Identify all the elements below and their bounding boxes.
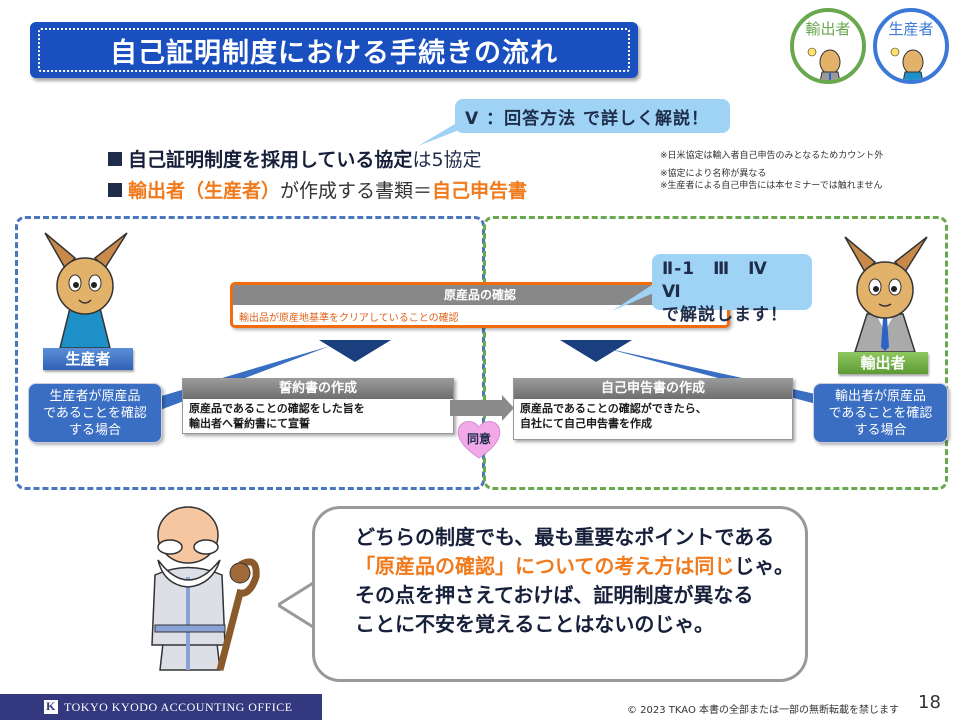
page-title: 自己証明制度における手続きの流れ [38,28,630,72]
note-1: ※日米協定は輸入者自己申告のみとなるためカウント外 [660,151,884,161]
origin-check-body: 輸出品が原産地基準をクリアしていることの確認 [239,313,459,324]
page-number: 18 [918,692,941,713]
speech-line4: ことに不安を覚えることはないのじゃ。 [355,612,714,636]
self-declaration-line2: 自社にて自己申告書を作成 [520,417,652,430]
producer-case-callout: 生産者が原産品 であることを確認 する場合 [28,383,162,443]
speech-line3: その点を押さえておけば、証明制度が異なる [355,583,754,607]
title-banner: 自己証明制度における手続きの流れ [30,22,638,78]
callout-mid-line2: で解説します！ [662,305,788,325]
company-name: TOKYO KYODO ACCOUNTING OFFICE [64,699,293,714]
consent-label: 同意 [466,432,491,446]
bullet-2-mid: が作成する書類＝ [280,180,433,202]
bullet-square-icon [108,182,122,197]
callout-mid-line1: Ⅱ-1 Ⅲ Ⅳ Ⅵ [662,259,786,302]
pledge-heading: 誓約書の作成 [183,379,453,399]
exporter-case-callout: 輸出者が原産品 であることを確認 する場合 [813,383,948,443]
down-arrow-left-icon [319,340,391,362]
exporter-label: 輸出者 [838,352,928,374]
origin-check-heading: 原産品の確認 [233,285,727,305]
note-3: ※生産者による自己申告には本セミナーでは触れません [660,181,883,191]
callout-chapters: Ⅱ-1 Ⅲ Ⅳ Ⅵ で解説します！ [652,254,812,325]
producer-case-line2: であることを確認 [43,406,147,421]
kangaroo-exporter-icon [807,47,841,80]
bullet-1-strong: 自己証明制度を採用している協定 [128,149,413,171]
producer-badge-label: 生産者 [888,20,934,38]
consent-heart: 同意 [456,418,502,460]
self-declaration-heading: 自己申告書の作成 [514,379,792,399]
pledge-line1: 原産品であることの確認をした旨を [189,402,365,415]
old-sage-illustration [151,506,260,671]
bullet-square-icon [108,151,122,166]
note-2: ※協定により名称が異なる [660,169,767,179]
exporter-badge-label: 輸出者 [805,20,851,38]
producer-case-line3: する場合 [68,423,121,438]
self-declaration-box: 自己申告書の作成 原産品であることの確認ができたら、 自社にて自己申告書を作成 [513,378,793,440]
bullet-agreements: 自己証明制度を採用している協定 は5協定 [108,145,482,172]
exporter-case-line3: する場合 [854,423,907,438]
producer-case-line1: 生産者が原産品 [49,389,141,404]
footer-company-bar: TOKYO KYODO ACCOUNTING OFFICE [0,694,322,720]
company-logo-icon [44,699,58,714]
producer-badge: 生産者 [873,8,949,84]
exporter-badge: 輸出者 [790,8,866,84]
kangaroo-producer-icon [890,47,924,80]
bullet-documents: 輸出者（生産者） が作成する書類＝ 自己申告書 [108,176,527,203]
speech-line1: どちらの制度でも、最も重要なポイントである [355,525,775,549]
exporter-case-line1: 輸出者が原産品 [834,389,926,404]
heart-icon [457,421,501,459]
self-declaration-line1: 原産品であることの確認ができたら、 [520,402,707,415]
kangaroo-producer-illustration [44,232,128,348]
bullet-2-orange2: 自己申告書 [432,180,528,202]
exporter-case-line2: であることを確認 [828,406,933,421]
sage-speech-bubble: どちらの制度でも、最も重要なポイントである 「原産品の確認」についての考え方は同… [312,506,808,682]
producer-label: 生産者 [43,348,133,370]
bullet-2-orange: 輸出者（生産者） [128,180,281,202]
exporter-panel [483,216,948,490]
copyright: © 2023 TKAO 本書の全部または一部の無断転載を禁じます [627,705,900,716]
pledge-box: 誓約書の作成 原産品であることの確認をした旨を 輸出者へ誓約書にて宣誓 [182,378,454,434]
pledge-line2: 輸出者へ誓約書にて宣誓 [189,417,310,430]
bullet-1-rest: は5協定 [412,149,482,171]
footnotes: ※日米協定は輸入者自己申告のみとなるためカウント外 ※協定により名称が異なる ※… [660,150,883,192]
kangaroo-exporter-illustration [844,236,928,352]
down-arrow-right-icon [560,340,632,362]
speech-line2-rest: じゃ。 [734,554,795,578]
right-arrow-icon [450,395,514,421]
speech-line2-highlight: 「原産品の確認」についての考え方は同じ [355,554,735,578]
callout-answer-method: V ：回答方法 で詳しく解説！ [455,99,730,133]
